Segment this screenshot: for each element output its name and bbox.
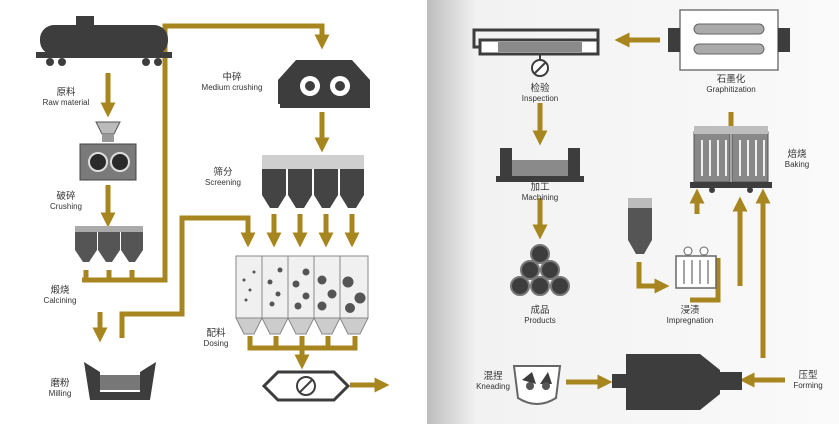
screening-label-zh: 筛分 [213,166,233,178]
calciner-hoppers-icon [75,226,143,262]
screen-hoppers-icon [262,155,364,208]
crushing-label-en: Crushing [50,202,82,211]
milling-label-zh: 磨粉 [50,377,70,389]
machining-label-zh: 加工 [530,182,550,193]
calcining-label-zh: 煅烧 [50,284,70,296]
kneader-icon [512,365,562,405]
graphitization-label-en: Graphitization [706,85,755,94]
forming-label-zh: 压型 [798,370,818,381]
impregnation-tank-icon [628,198,717,289]
dosing-label-zh: 配料 [206,327,226,339]
dosing-bins-icon [235,255,369,335]
baking-label-en: Baking [785,160,809,169]
lathe-icon [496,148,584,182]
screening-label-en: Screening [205,178,241,187]
flow-connectors [82,23,785,393]
arrow-into-impregnation [636,262,670,294]
medium-crushing-label-en: Medium crushing [202,83,263,92]
furnace-icon [690,126,772,193]
arrow-calcining-to-medium-crushing [82,23,330,283]
pipe-impregnation-out [690,258,721,303]
crusher-icon [79,121,137,181]
raw-material-label-zh: 原料 [56,86,76,98]
inspection-label-zh: 检验 [530,82,550,94]
milling-label-en: Milling [49,389,72,398]
graphitization-label-zh: 石墨化 [717,73,746,85]
products-label-zh: 成品 [530,304,549,316]
products-label-en: Products [524,316,556,325]
arrow-milling-to-dosing [119,215,256,338]
machining-label-en: Machining [522,193,558,202]
roll-crusher-icon [278,60,370,108]
calcining-label-en: Calcining [44,296,77,305]
impregnation-label-zh: 浸渍 [680,304,700,316]
inspection-label-en: Inspection [522,94,558,103]
dosing-label-en: Dosing [204,339,229,348]
inspection-meter-icon [472,28,600,77]
medium-crushing-label-zh: 中碎 [222,71,242,83]
electrode-stack-icon [510,244,570,296]
forming-label-en: Forming [793,381,822,390]
impregnation-label-en: Impregnation [667,316,714,325]
press-icon [612,354,742,410]
raw-material-label-en: Raw material [43,98,90,107]
crushing-label-zh: 破碎 [56,190,76,202]
step-labels: 原料 Raw material 破碎 Crushing 煅烧 Calcining… [43,71,823,398]
tank-car-icon [36,16,172,66]
kneading-label-zh: 混捏 [483,370,503,382]
kneading-label-en: Kneading [476,382,510,391]
graphitizing-furnace-icon [668,9,790,71]
mixer-icon [261,370,351,402]
baking-label-zh: 焙烧 [787,148,807,160]
mill-icon [84,362,156,400]
